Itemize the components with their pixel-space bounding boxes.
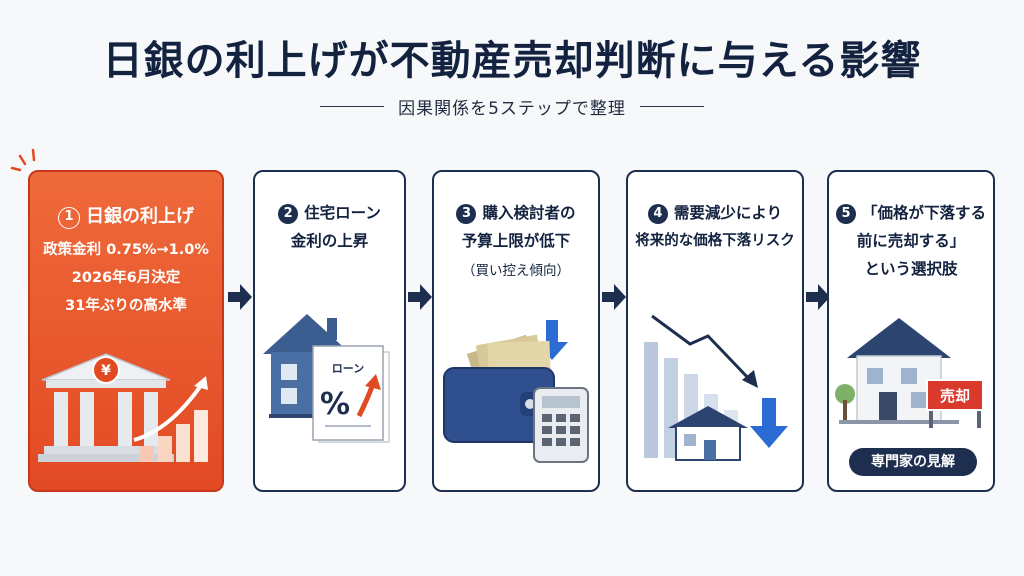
subtitle-right-rule (639, 105, 704, 108)
price-decline-icon (644, 314, 788, 461)
step-3-note: （買い控え傾向） (462, 263, 570, 279)
step-1-card: 1 日銀の利上げ 政策金利 0.75%→1.0% 2026年6月決定 31年ぶりの… (28, 170, 224, 492)
flow-arrow-icon (806, 284, 830, 310)
step-2-line-2: 金利の上昇 (290, 232, 369, 250)
step-4-line-2: 将来的な価格下落リスク (635, 233, 795, 249)
flow-arrow-icon (602, 284, 626, 310)
subtitle: 因果関係を5ステップで整理 (398, 99, 626, 119)
page-title: 日銀の利上げが不動産売却判断に与える影響 (102, 38, 922, 84)
step-2-heading: 2 住宅ローン (255, 200, 404, 226)
step-5-number: 5 (835, 204, 856, 224)
step-1-detail-level: 31年ぶりの高水準 (65, 298, 187, 314)
step-1-heading: 1 日銀の利上げ (30, 202, 222, 229)
step-3-line-1: 購入検討者の (482, 204, 576, 222)
step-4-card: 4 需要減少により 将来的な価格下落リスク (626, 170, 804, 492)
step-5-line-3: という選択肢 (864, 260, 958, 278)
flow-arrow-icon (408, 284, 432, 310)
step-3-line-2: 予算上限が低下 (461, 232, 571, 250)
step-2-line-1: 住宅ローン (304, 204, 381, 222)
step-2-card: 2 住宅ローン 金利の上昇 ローン % (253, 170, 406, 492)
subtitle-row: 因果関係を5ステップで整理 (0, 94, 1024, 119)
step-1-number: 1 (58, 207, 80, 229)
step-4-number: 4 (647, 204, 668, 224)
step-3-number: 3 (456, 204, 477, 224)
step-4-line-1: 需要減少により (673, 204, 783, 222)
step-5-line-2: 前に売却する」 (856, 232, 966, 250)
loan-percent-symbol: % (320, 387, 350, 422)
step-2-number: 2 (278, 204, 299, 224)
house-for-sale-icon: 売却 (835, 318, 984, 428)
step-5-card: 5 「価格が下落する 前に売却する」 という選択肢 売却 専門家の見解 (827, 170, 995, 492)
for-sale-sign-label: 売却 (940, 387, 970, 405)
flow-arrow-icon (228, 284, 252, 310)
step-1-detail-date: 2026年6月決定 (71, 270, 181, 286)
emphasis-sparks-icon (10, 148, 36, 172)
step-1-title: 日銀の利上げ (86, 206, 194, 227)
step-5-heading: 5 「価格が下落する (829, 200, 993, 226)
loan-doc-label: ローン (332, 362, 364, 375)
step-4-heading: 4 需要減少により (628, 200, 802, 226)
house-loan-icon: ローン % (263, 314, 390, 443)
step-5-line-1: 「価格が下落する (861, 204, 986, 222)
step-1-detail-rate: 政策金利 0.75%→1.0% (43, 242, 209, 258)
subtitle-left-rule (320, 105, 385, 108)
central-bank-yen-icon: ¥ (38, 353, 208, 462)
step-3-heading: 3 購入検討者の (434, 200, 598, 226)
step-3-card: 3 購入検討者の 予算上限が低下 （買い控え傾向） (432, 170, 600, 492)
wallet-calculator-icon (443, 320, 589, 463)
expert-opinion-badge: 専門家の見解 (849, 448, 977, 476)
svg-text:¥: ¥ (101, 363, 111, 379)
